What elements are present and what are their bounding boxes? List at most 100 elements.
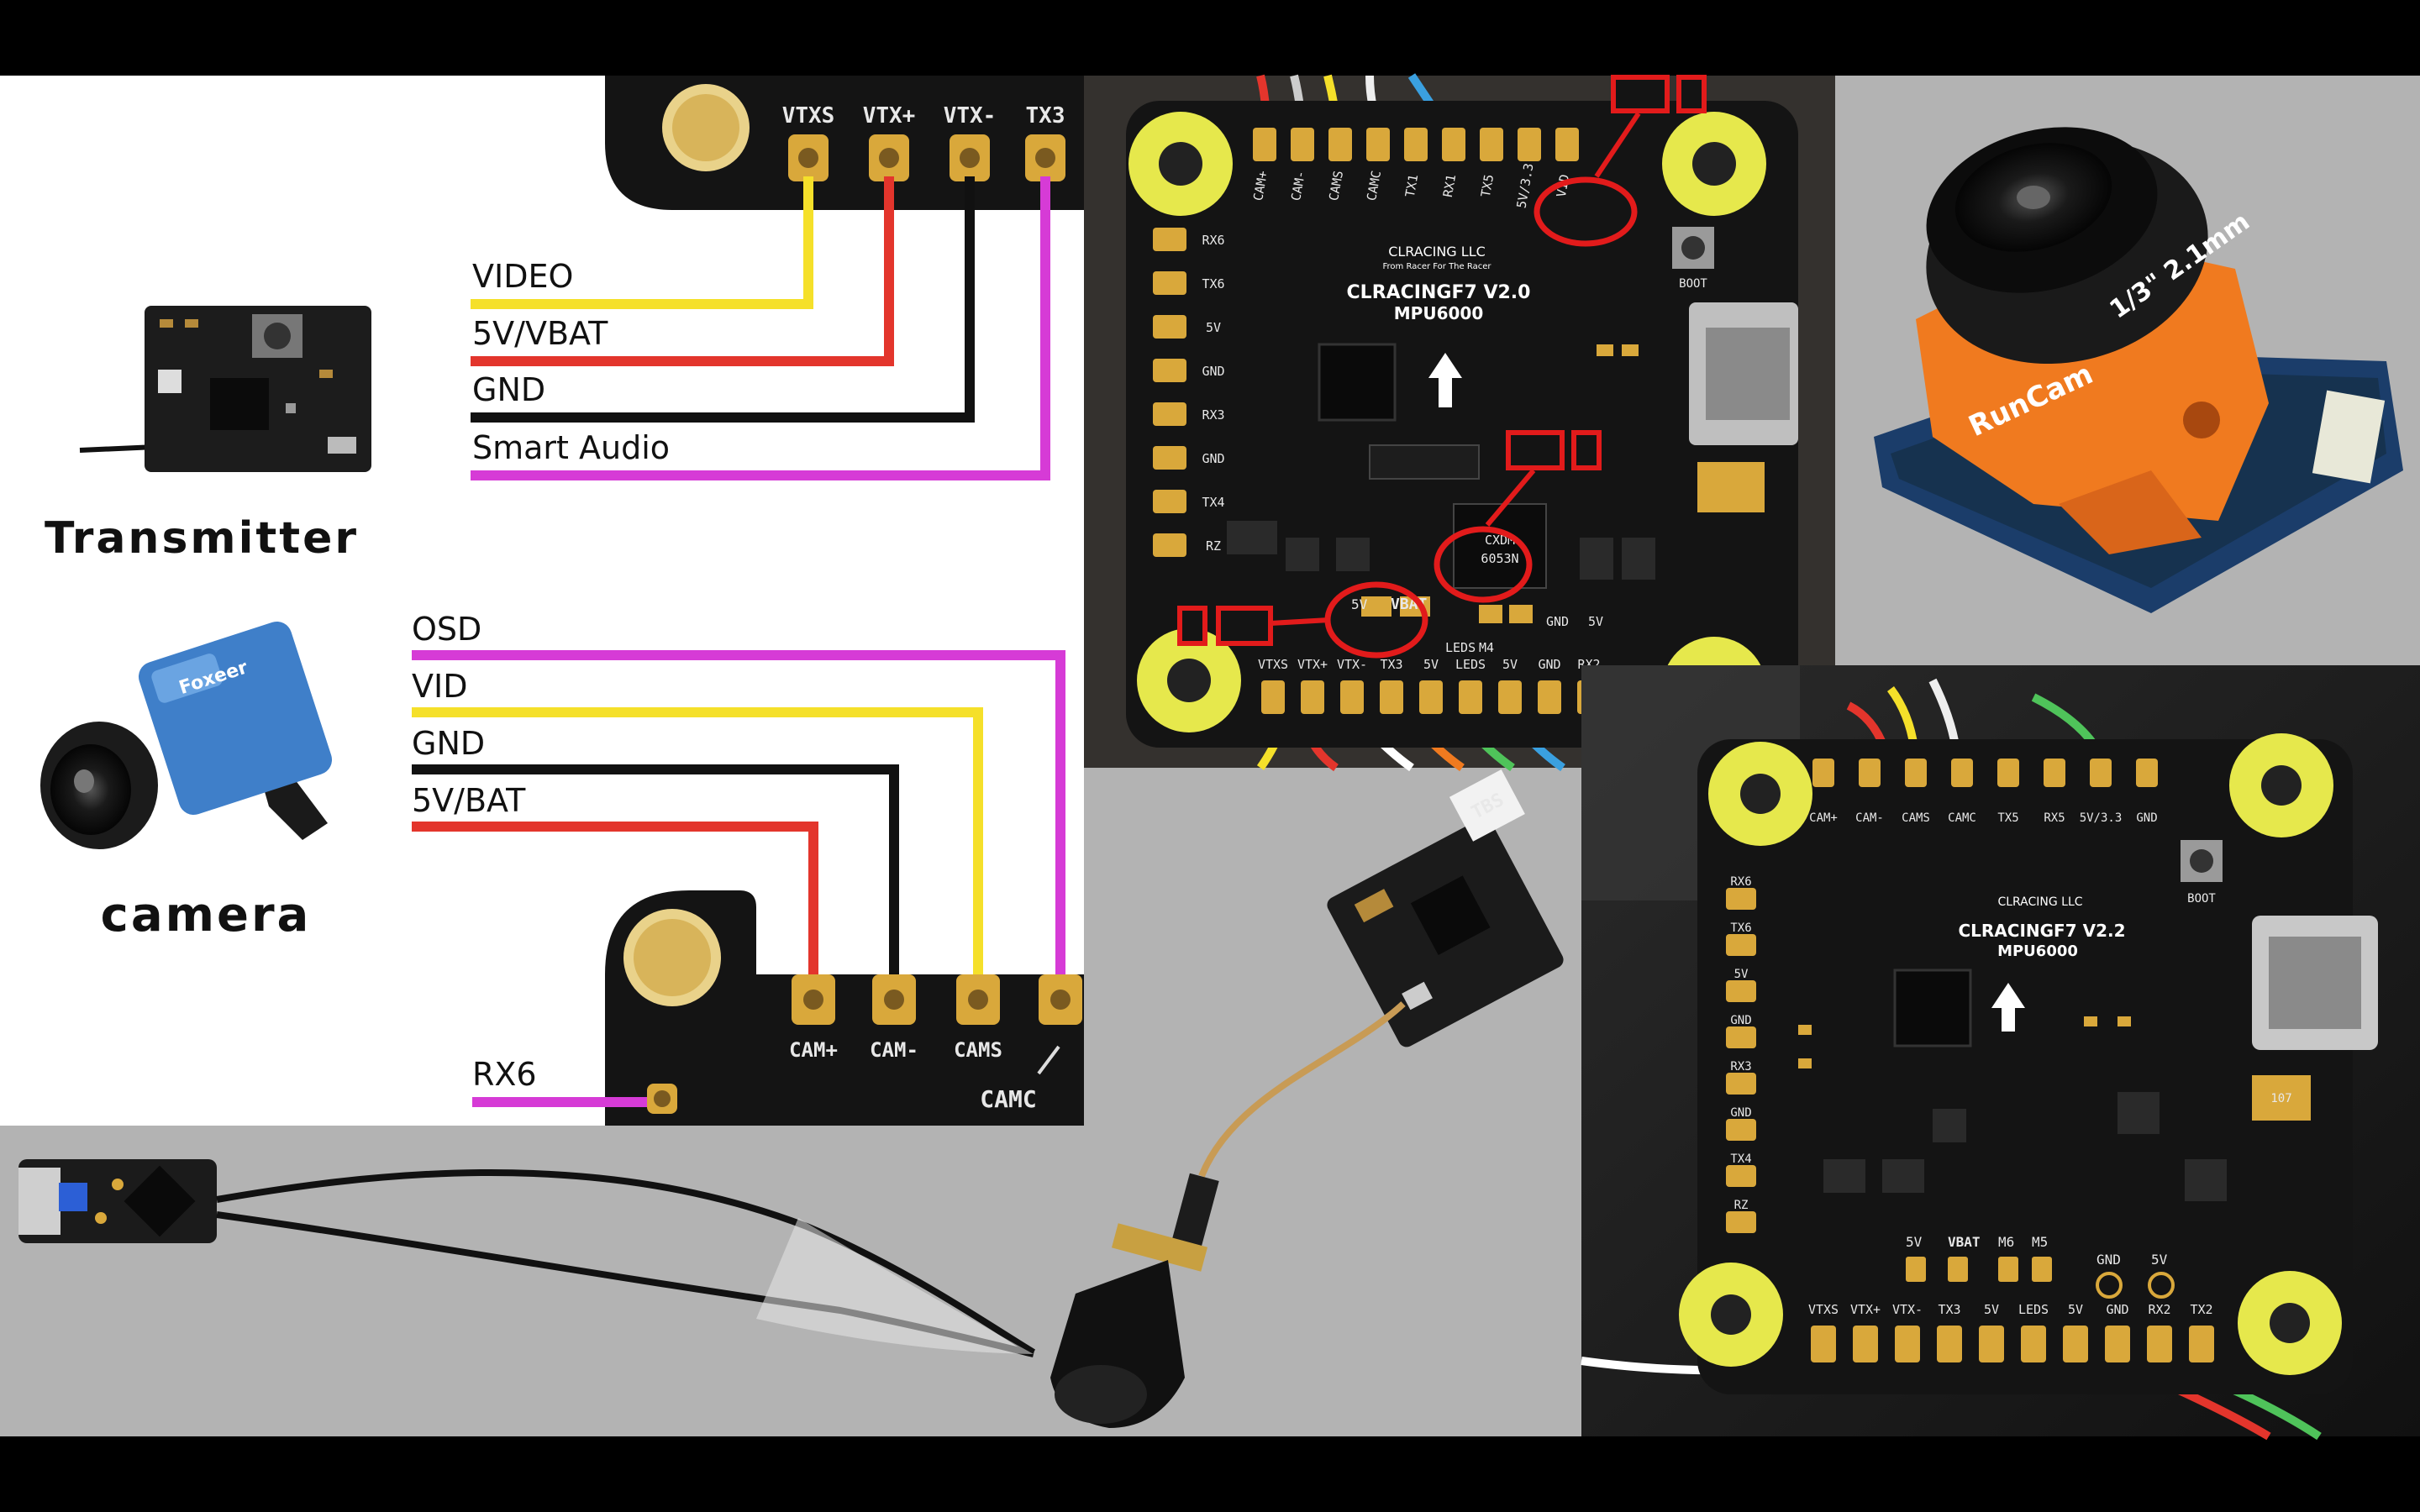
v20-bottom-label-3: TX3	[1380, 657, 1402, 672]
v20-m4-label: M4	[1479, 640, 1494, 655]
v20-top-pad-5	[1442, 128, 1465, 161]
v22-bottom-label-4: 5V	[1984, 1302, 1999, 1317]
v22-bottom-label-6: 5V	[2068, 1302, 2083, 1317]
v22-5v-label-2: 5V	[2151, 1252, 2168, 1268]
v22-left-label-0: RX6	[1730, 875, 1751, 889]
v22-bottom-label-2: VTX-	[1892, 1302, 1923, 1317]
v22-gnd-label: GND	[2096, 1252, 2121, 1268]
v22-left-pad-1	[1726, 934, 1756, 956]
pad-label-tx3: TX3	[1026, 103, 1065, 129]
v22-top-pad-7	[2136, 759, 2158, 787]
wire-label-rx6: RX6	[472, 1056, 537, 1093]
v22-top-label-4: TX5	[1997, 811, 2018, 825]
mounting-holes-v22	[1679, 733, 2342, 1375]
pad-hole-cam	[803, 990, 823, 1010]
pad-label-vtx: VTX+	[863, 103, 916, 129]
v22-mid-pad-3	[2032, 1257, 2052, 1282]
pad-hole-camc	[1050, 990, 1071, 1010]
receiver-photo	[18, 1159, 1036, 1357]
camera-wires: OSD VID GND 5V/BAT	[412, 611, 1065, 991]
v22-bottom-pad-4	[1979, 1326, 2004, 1362]
v22-top-label-0: CAM+	[1809, 811, 1838, 825]
pad-label-cam: CAM-	[870, 1038, 918, 1062]
transmitter-wires: VIDEO 5V/VBAT GND Smart Audio	[471, 176, 1050, 480]
v20-left-label-2: 5V	[1206, 320, 1221, 335]
v22-mid-pad-2	[1998, 1257, 2018, 1282]
v22-left-label-5: GND	[1730, 1106, 1751, 1120]
v20-top-label-6: TX5	[1478, 173, 1497, 198]
v20-top-pad-3	[1366, 128, 1390, 161]
v22-top-label-3: CAMC	[1948, 811, 1976, 825]
v20-bottom-label-6: 5V	[1502, 657, 1518, 672]
wire-label-5v-bat: 5V/BAT	[412, 782, 526, 819]
v20-bottom-label-5: LEDS	[1455, 657, 1486, 672]
pad-label-camc: CAMC	[980, 1085, 1036, 1113]
v20-bottom-label-4: 5V	[1423, 657, 1439, 672]
v20-left-label-1: TX6	[1202, 276, 1224, 291]
v22-left-pad-3	[1726, 1026, 1756, 1048]
v20-bottom-pad-3	[1380, 680, 1403, 714]
v22-ring-pad-0	[2096, 1272, 2123, 1299]
v22-top-pad-3	[1951, 759, 1973, 787]
v22-bottom-label-7: GND	[2106, 1302, 2128, 1317]
v22-top-label-7: GND	[2136, 811, 2157, 825]
v22-mid-pad-0	[1906, 1257, 1926, 1282]
pad-label-vtx: VTX-	[944, 103, 997, 129]
top-pcb-edge: VTXS VTX+ VTX- TX3	[605, 76, 1084, 210]
v22-left-label-1: TX6	[1730, 921, 1751, 935]
highlight-chip	[1434, 526, 1533, 603]
v20-top-label-3: CAMC	[1364, 170, 1384, 202]
v22-left-label-6: TX4	[1730, 1152, 1751, 1166]
v20-left-pad-1	[1153, 271, 1186, 295]
v22-bottom-label-3: TX3	[1938, 1302, 1960, 1317]
v22-bottom-pad-3	[1937, 1326, 1962, 1362]
v22-bottom-label-0: VTXS	[1808, 1302, 1839, 1317]
v20-top-pad-0	[1253, 128, 1276, 161]
antenna-wire-1	[216, 1168, 1036, 1356]
smd-components	[1227, 344, 1655, 623]
v22-left-pad-0	[1726, 888, 1756, 910]
v20-top-pad-2	[1328, 128, 1352, 161]
wire-label-5v-vbat: 5V/VBAT	[472, 315, 608, 352]
transmitter-module: Transmitter	[45, 306, 371, 564]
v20-tagline: From Racer For The Racer	[1383, 262, 1492, 271]
pcb-v2-2	[1697, 739, 2353, 1394]
pad-label-vtxs: VTXS	[782, 103, 835, 129]
v20-top-label-4: TX1	[1402, 173, 1421, 198]
v22-top-pad-4	[1997, 759, 2019, 787]
v20-bottom-label-0: VTXS	[1258, 657, 1288, 672]
v22-model: CLRACINGF7 V2.2	[1958, 921, 2125, 941]
wire-label-vid: VID	[412, 668, 467, 705]
v20-left-label-3: GND	[1202, 364, 1224, 379]
v20-left-pad-7	[1153, 533, 1186, 557]
rx6-wire: RX6	[472, 1056, 647, 1107]
wire-label-osd: OSD	[412, 611, 481, 648]
v20-top-label-0: CAM+	[1250, 170, 1270, 202]
pad-label-cam: CAM+	[789, 1038, 838, 1062]
v22-m6-label: M6	[1998, 1234, 2014, 1250]
v20-left-label-4: RX3	[1202, 407, 1224, 423]
v22-left-pad-4	[1726, 1073, 1756, 1095]
v22-top-label-6: 5V/3.3	[2080, 811, 2123, 825]
v20-left-pad-2	[1153, 315, 1186, 339]
smd-components-v22	[1798, 1016, 2227, 1201]
v22-left-label-3: GND	[1730, 1014, 1751, 1027]
v20-left-label-0: RX6	[1202, 233, 1224, 248]
v20-bottom-label-7: GND	[1538, 657, 1560, 672]
pad-hole-vtx	[960, 148, 980, 168]
v22-boot-label: BOOT	[2187, 892, 2216, 906]
v20-bottom-pad-1	[1301, 680, 1324, 714]
camera-title: camera	[101, 888, 312, 942]
imu-chip-v22	[1893, 969, 1972, 1047]
v22-brand: CLRACING LLC	[1997, 895, 2082, 909]
v20-top-pad-1	[1291, 128, 1314, 161]
v20-top-label-1: CAM-	[1288, 170, 1308, 202]
bottom-pcb-edge: CAM+CAM-CAMS CAMC	[605, 890, 1084, 1126]
v22-bottom-label-1: VTX+	[1850, 1302, 1881, 1317]
v22-top-pad-1	[1859, 759, 1881, 787]
wiring-diagram-panel: VTXS VTX+ VTX- TX3 VIDEO 5V/VBAT GND Smart …	[0, 76, 1084, 1126]
v22-5v-label: 5V	[1906, 1234, 1923, 1250]
wire-label-smart-audio: Smart Audio	[472, 429, 670, 466]
v20-left-pad-4	[1153, 402, 1186, 426]
wire-label-video: VIDEO	[472, 258, 573, 295]
